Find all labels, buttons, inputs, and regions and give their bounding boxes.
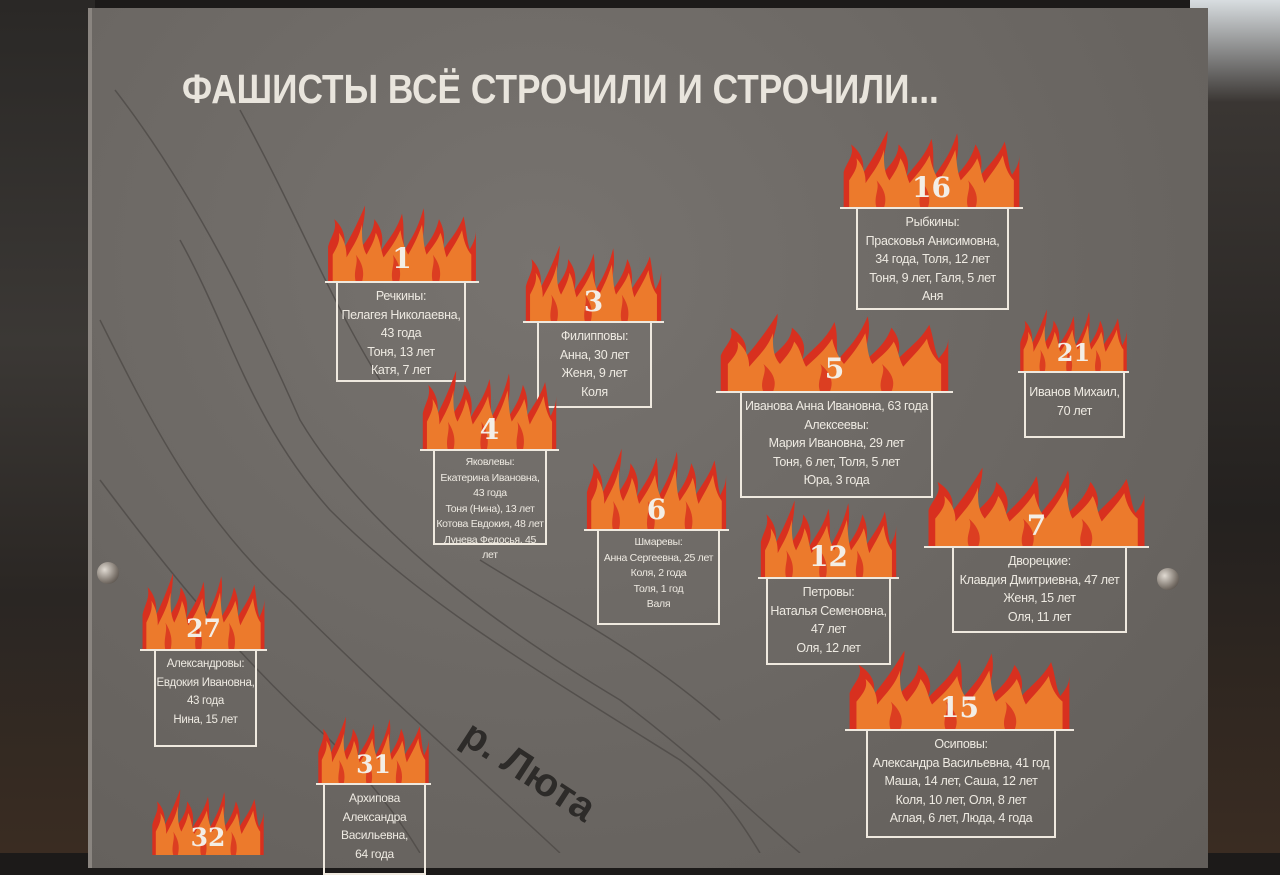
house-residents: Шмаревы: Анна Сергеевна, 25 лет Коля, 2 … (597, 531, 720, 625)
resident-line: Филипповы: (560, 329, 629, 343)
house-residents: Осиповы: Александра Васильевна, 41 год М… (866, 731, 1056, 838)
resident-line: Архипова (349, 791, 400, 805)
resident-line: Тоня, 9 лет, Галя, 5 лет (869, 270, 996, 285)
resident-line: Коля, 2 года (630, 567, 687, 579)
board-title: ФАШИСТЫ ВСЁ СТРОЧИЛИ И СТРОЧИЛИ... (182, 66, 939, 112)
resident-line: Александровы: (166, 658, 245, 670)
resident-line: Тоня, 6 лет, Толя, 5 лет (773, 454, 900, 469)
resident-line: Алексеевы: (804, 417, 869, 432)
house-number: 4 (479, 413, 500, 446)
resident-line: Тоня (Нина), 13 лет (445, 502, 535, 515)
resident-line: Коля (581, 384, 608, 399)
resident-line: 70 лет (1056, 403, 1093, 418)
house-residents: Речкины: Пелагея Николаевна, 43 года Тон… (336, 283, 466, 382)
resident-line: Клавдия Дмитриевна, 47 лет (959, 572, 1120, 587)
resident-line: Аня (921, 289, 944, 303)
roof-line (140, 649, 267, 651)
house-number: 5 (824, 352, 845, 385)
roof-line (325, 281, 479, 283)
resident-line: Лунева Федосья, 45 лет (443, 533, 537, 562)
house-number: 15 (940, 691, 979, 724)
resident-line: Рыбкины: (905, 215, 960, 229)
resident-line: 34 года, Толя, 12 лет (875, 252, 990, 266)
roof-line (584, 529, 729, 531)
resident-line: Толя, 1 год (633, 582, 684, 595)
resident-line: Прасковья Анисимовна, (865, 233, 1000, 248)
house-number: 12 (809, 540, 848, 573)
resident-line: Оля, 12 лет (796, 640, 861, 655)
background-wall-left (0, 0, 95, 853)
resident-line: Нина, 15 лет (173, 713, 238, 726)
resident-line: 47 лет (810, 622, 847, 636)
resident-line: Петровы: (802, 585, 855, 599)
house-residents: Иванов Михаил, 70 лет (1024, 373, 1125, 438)
house-number: 7 (1026, 509, 1047, 542)
resident-line: Оля, 11 лет (1007, 609, 1072, 624)
roof-line (924, 546, 1149, 548)
resident-line: Аглая, 6 лет, Люда, 4 года (889, 811, 1033, 825)
resident-line: Александра Васильевна, 41 год (872, 755, 1050, 770)
house-number: 27 (186, 614, 221, 643)
house-residents: Александровы: Евдокия Ивановна, 43 года … (154, 651, 257, 747)
house-number: 32 (190, 823, 226, 852)
house-residents: Филипповы: Анна, 30 лет Женя, 9 лет Коля (537, 323, 652, 408)
resident-line: 43 года (186, 695, 225, 707)
house-residents: Рыбкины: Прасковья Анисимовна, 34 года, … (856, 209, 1009, 310)
resident-line: Екатерина Ивановна, (440, 471, 540, 484)
resident-line: Валя (646, 598, 671, 610)
house-number: 1 (392, 242, 412, 275)
house-residents: Яковлевы: Екатерина Ивановна, 43 года То… (433, 451, 547, 561)
resident-line: Котова Евдокия, 48 лет (436, 518, 544, 530)
house-number: 3 (583, 285, 604, 318)
resident-line: Речкины: (375, 289, 427, 303)
resident-line: Женя, 9 лет (561, 366, 628, 380)
roof-line (1018, 371, 1129, 373)
resident-line: Коля, 10 лет, Оля, 8 лет (895, 792, 1027, 807)
resident-line: Женя, 15 лет (1003, 591, 1076, 605)
resident-line: 43 года (380, 326, 422, 340)
roof-line (316, 783, 431, 785)
resident-line: Анна Сергеевна, 25 лет (603, 551, 714, 564)
house-residents: Архипова Александра Васильевна, 64 года (323, 785, 426, 875)
house-residents: Петровы: Наталья Семеновна, 47 лет Оля, … (766, 579, 891, 665)
roof-line (840, 207, 1023, 209)
resident-line: 43 года (473, 487, 507, 499)
house-number: 6 (646, 493, 667, 526)
roof-line (758, 577, 899, 579)
house-residents: Дворецкие: Клавдия Дмитриевна, 47 лет Же… (952, 548, 1127, 633)
resident-line: Александра (342, 809, 407, 824)
resident-line: Наталья Семеновна, (770, 603, 887, 618)
resident-line: Юра, 3 года (803, 473, 870, 487)
roof-line (523, 321, 664, 323)
resident-line: Катя, 7 лет (370, 363, 432, 377)
house-number: 16 (912, 171, 951, 204)
house-residents: Иванова Анна Ивановна, 63 года Алексеевы… (740, 393, 933, 498)
resident-line: Пелагея Николаевна, (341, 307, 461, 322)
mounting-screw (97, 562, 119, 584)
resident-line: Яковлевы: (465, 456, 515, 468)
mounting-screw (1157, 568, 1179, 590)
roof-line (716, 391, 953, 393)
resident-line: Иванов Михаил, (1029, 385, 1120, 399)
resident-line: Евдокия Ивановна, (156, 676, 255, 689)
resident-line: 64 года (355, 846, 394, 861)
roof-line (420, 449, 559, 451)
house-number: 31 (356, 750, 391, 779)
resident-line: Дворецкие: (1008, 554, 1071, 568)
resident-line: Анна, 30 лет (559, 347, 630, 362)
river-contour-lines (99, 89, 801, 853)
resident-line: Тоня, 13 лет (367, 344, 435, 359)
resident-line: Иванова Анна Ивановна, 63 года (744, 399, 929, 413)
house-number: 21 (1056, 338, 1091, 367)
resident-line: Осиповы: (934, 737, 988, 751)
roof-line (845, 729, 1074, 731)
resident-line: Маша, 14 лет, Саша, 12 лет (884, 774, 1038, 788)
resident-line: Мария Ивановна, 29 лет (768, 436, 905, 450)
resident-line: Васильевна, (340, 828, 409, 842)
resident-line: Шмаревы: (634, 536, 683, 548)
